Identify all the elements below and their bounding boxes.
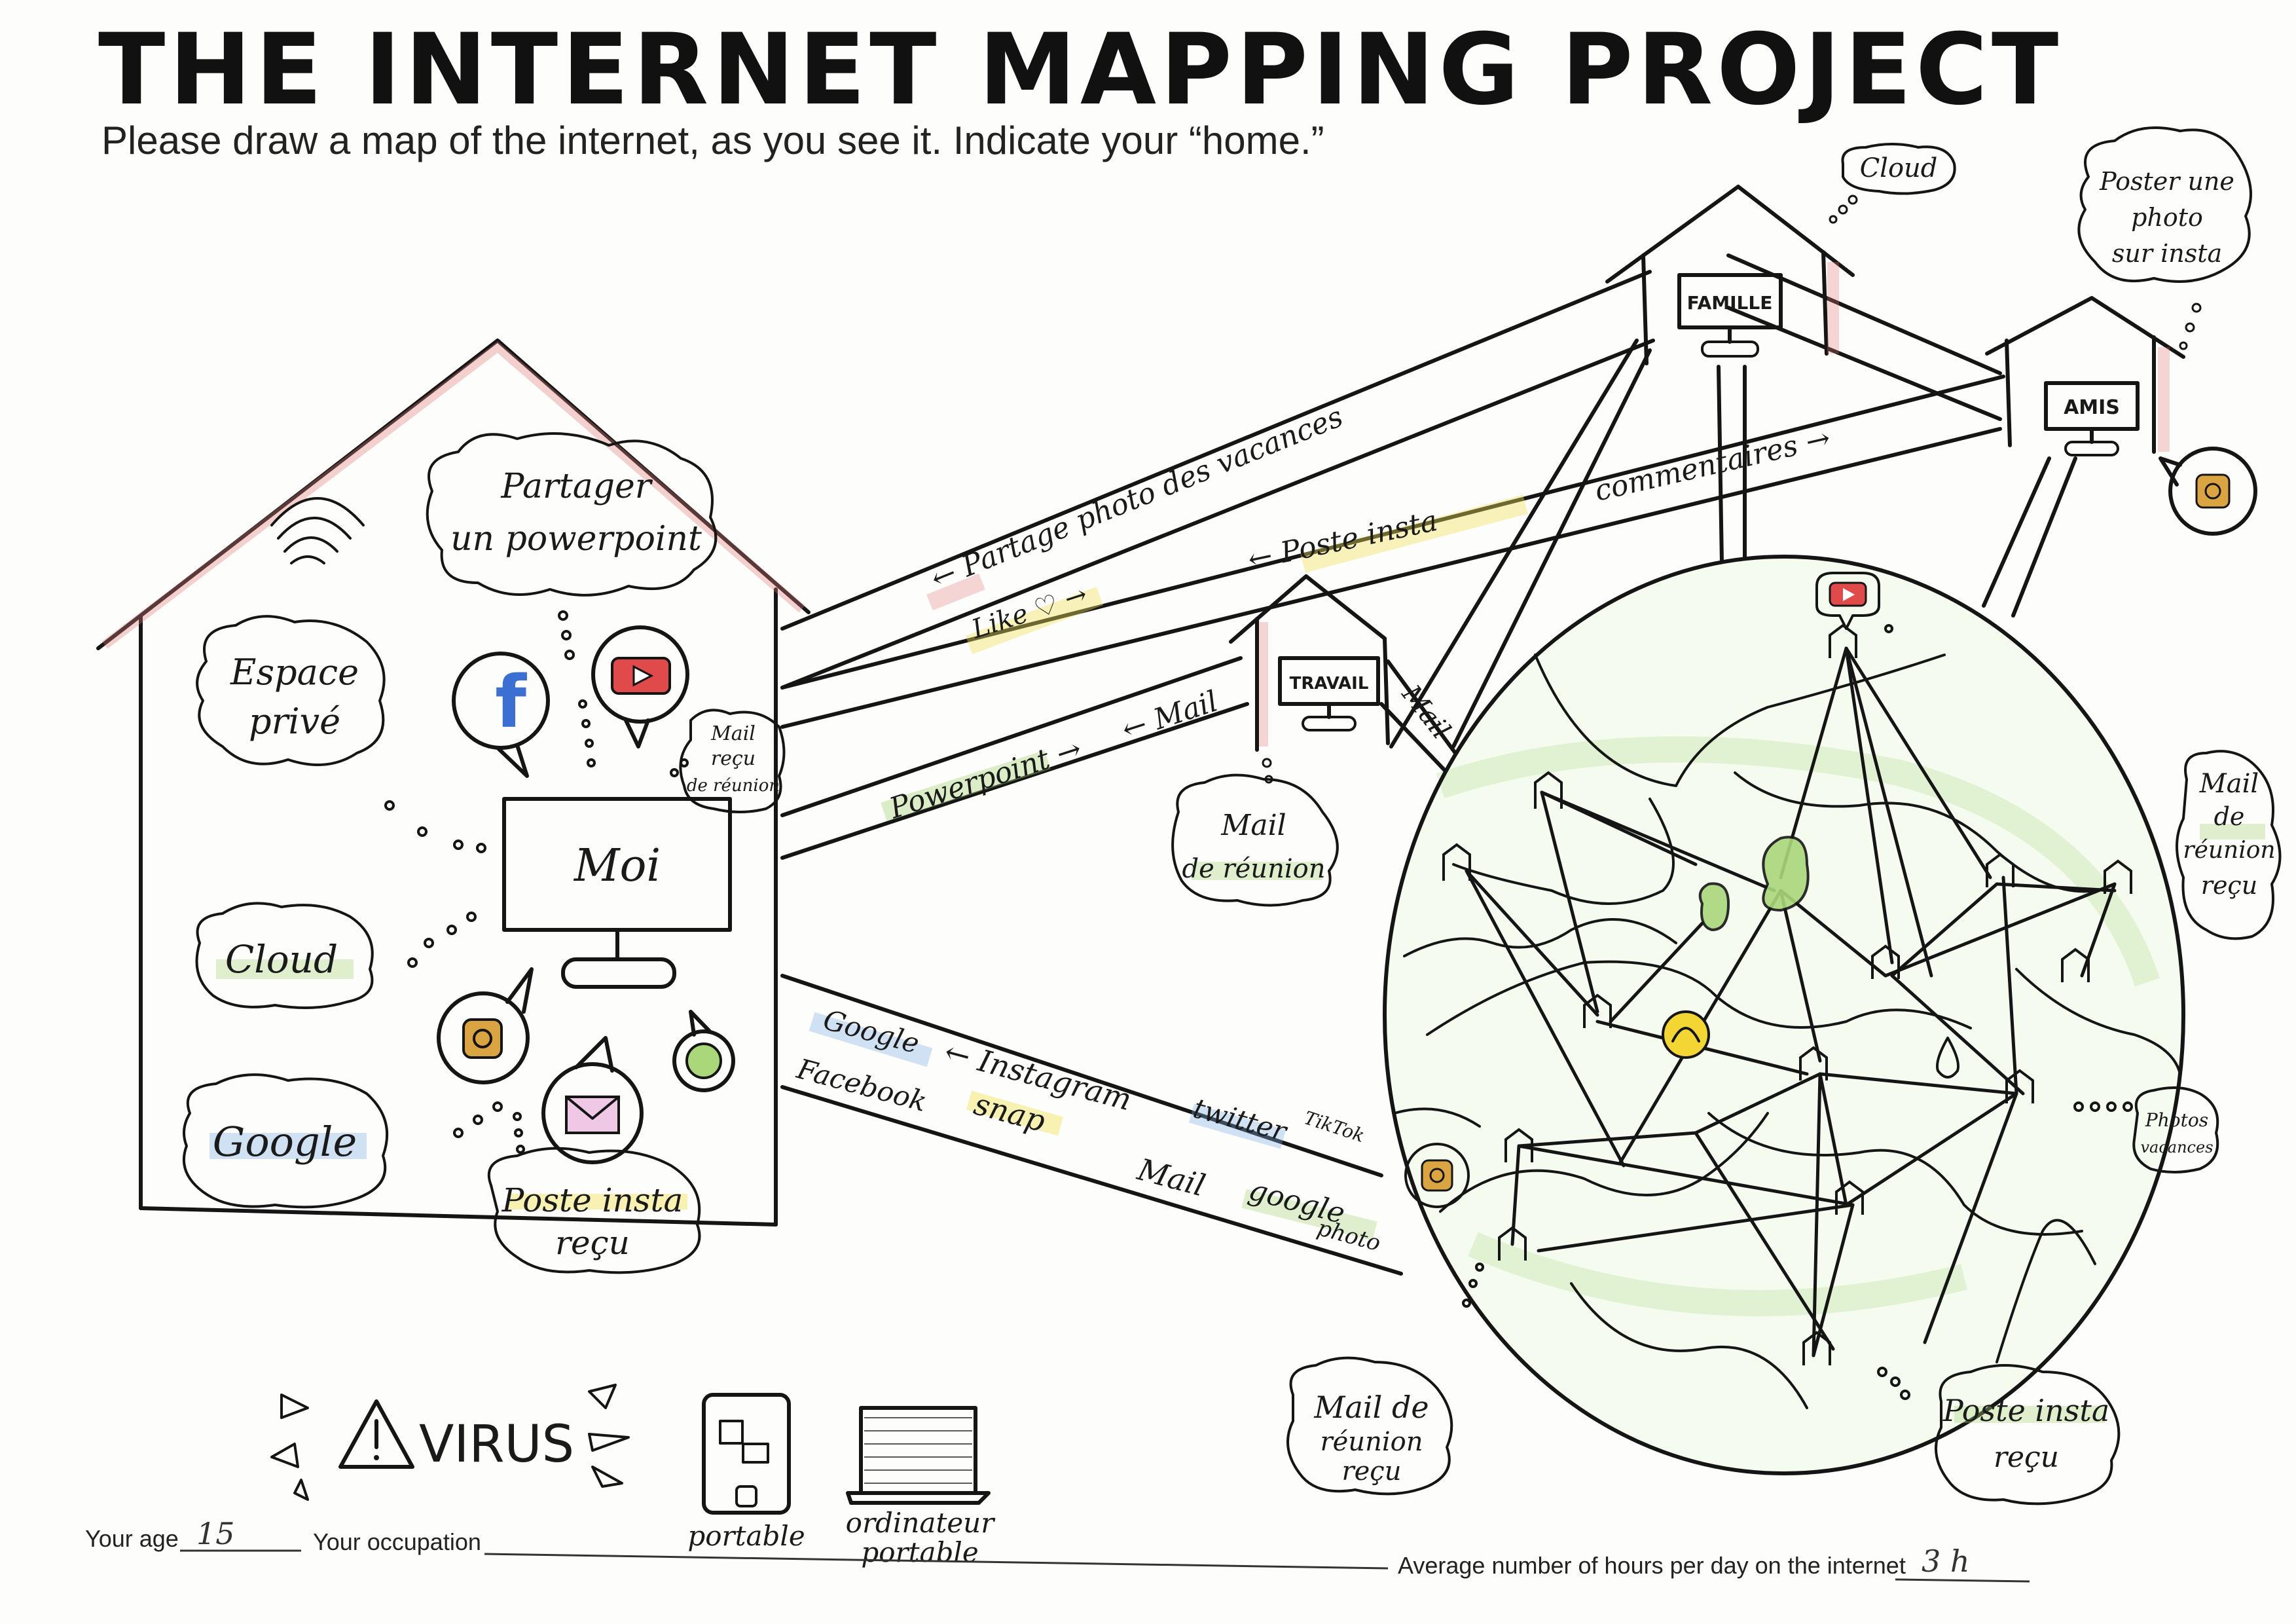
amis-house: AMIS: [1985, 296, 2185, 456]
svg-text:Mail: Mail: [2199, 769, 2259, 799]
bubble-google-home: Google: [182, 1073, 389, 1209]
svg-text:Poster une: Poster une: [2099, 167, 2234, 196]
svg-text:vacances: vacances: [2140, 1138, 2213, 1156]
travail-house: TRAVAIL: [1229, 574, 1390, 752]
occupation-label: Your occupation: [313, 1528, 481, 1555]
svg-text:de réunion: de réunion: [687, 776, 780, 796]
road-label-snap: snap: [970, 1086, 1049, 1139]
svg-text:Partager: Partager: [500, 467, 653, 506]
moi-monitor: Moi: [502, 797, 732, 989]
svg-text:Mail: Mail: [710, 722, 756, 745]
svg-text:Mail: Mail: [1220, 809, 1286, 842]
road-label-google: Google: [820, 1003, 922, 1060]
road-label-poste-insta: ← Poste insta: [1245, 504, 1441, 577]
facebook-icon: f: [495, 660, 527, 744]
instagram-bubble-amis: [2159, 447, 2257, 536]
bubble-mail-recu-home: Mail reçu de réunion: [679, 709, 786, 813]
svg-text:Poste insta: Poste insta: [1942, 1393, 2110, 1428]
smartphone-drawing: portable: [687, 1393, 805, 1552]
svg-text:réunion: réunion: [2183, 837, 2275, 864]
svg-text:Google: Google: [213, 1118, 357, 1166]
laptop-drawing: ordinateur portable: [846, 1406, 996, 1568]
svg-text:reçu: reçu: [555, 1224, 630, 1262]
bubble-espace-prive: Espace privé: [196, 615, 386, 766]
bubble-mail-reunion-recu-right: Mail de réunion reçu: [2176, 750, 2282, 940]
facebook-bubble: f: [452, 652, 550, 778]
virus-warning: VIRUS: [270, 1384, 630, 1501]
svg-text:Mail de: Mail de: [1313, 1390, 1429, 1425]
svg-text:Cloud: Cloud: [225, 937, 338, 982]
hours-value: 3 h: [1922, 1543, 1970, 1579]
instagram-icon: [462, 1018, 503, 1059]
svg-text:sur insta: sur insta: [2112, 239, 2222, 268]
youtube-bubble: [591, 625, 689, 748]
bubble-mail-reunion-recu-bottom: Mail de réunion reçu: [1286, 1356, 1453, 1496]
bubble-cloud-top: Cloud: [1829, 143, 1956, 224]
svg-text:Espace: Espace: [230, 652, 359, 693]
road-label-tiktok: TikTok: [1302, 1107, 1367, 1147]
famille-sign: FAMILLE: [1687, 292, 1773, 314]
famille-house: FAMILLE: [1605, 185, 1855, 365]
virus-label: VIRUS: [419, 1415, 574, 1474]
phone-icon: [685, 1043, 722, 1079]
instagram-bubble-home: [437, 967, 534, 1084]
youtube-icon-globe: [1815, 572, 1880, 630]
moi-label: Moi: [573, 840, 661, 892]
road-label-mail-travail: Mail: [1396, 679, 1457, 745]
svg-text:photo: photo: [2131, 203, 2203, 232]
age-value: 15: [196, 1516, 235, 1551]
road-label-facebook: Facebook: [793, 1052, 930, 1118]
svg-text:Photos: Photos: [2145, 1109, 2208, 1131]
thought-dots-globe: [1462, 624, 2133, 1400]
bubble-poste-insta-home: Poste insta reçu: [487, 1147, 701, 1274]
home-house: Moi f: [96, 339, 811, 1274]
snapchat-icon-globe: [1662, 1010, 1710, 1059]
bubble-mail-reunion-travail: Mail de réunion: [1171, 758, 1339, 907]
laptop-caption-2: portable: [861, 1536, 978, 1568]
laptop-caption-1: ordinateur: [846, 1507, 996, 1539]
svg-text:Cloud: Cloud: [1860, 153, 1938, 183]
amis-sign: AMIS: [2064, 396, 2120, 419]
hours-label: Average number of hours per day on the i…: [1398, 1552, 1906, 1579]
network-nodes: [1442, 623, 2132, 1365]
internet-globe: [1383, 555, 2185, 1475]
svg-text:Poste insta: Poste insta: [501, 1181, 683, 1219]
mail-bubble-home: [541, 1036, 644, 1164]
network-links: [1465, 646, 2117, 1357]
green-blob-globe: [1698, 882, 1730, 932]
bubble-cloud-home: Cloud: [195, 902, 374, 1009]
svg-text:de: de: [2214, 802, 2245, 831]
svg-text:privé: privé: [249, 701, 340, 742]
instructions: Please draw a map of the internet, as yo…: [101, 119, 1324, 162]
svg-text:un powerpoint: un powerpoint: [450, 519, 702, 559]
bubble-partager: Partager un powerpoint: [426, 432, 718, 597]
survey-form: Your age 15 Your occupation Average numb…: [85, 1516, 2030, 1583]
road-label-twitter: twitter: [1190, 1092, 1292, 1148]
bubble-poste-insta-bottom: Poste insta reçu: [1935, 1364, 2121, 1505]
age-label: Your age: [85, 1525, 179, 1552]
bubble-poster-photo: Poster une photo sur insta: [2077, 126, 2252, 350]
snapchat-icon-globe-2: [1762, 836, 1810, 912]
page-title: THE INTERNET MAPPING PROJECT: [98, 13, 2063, 127]
svg-text:de réunion: de réunion: [1182, 854, 1326, 884]
instagram-icon-globe: [1404, 1143, 1470, 1208]
svg-text:reçu: reçu: [1994, 1441, 2059, 1474]
svg-text:reçu: reçu: [2201, 871, 2257, 900]
bubble-photos-vacances: Photos vacances: [2132, 1086, 2219, 1173]
svg-text:réunion: réunion: [1321, 1427, 1423, 1457]
travail-sign: TRAVAIL: [1290, 674, 1369, 693]
wifi-icon: [270, 497, 365, 564]
phone-caption: portable: [687, 1520, 805, 1552]
svg-text:reçu: reçu: [711, 747, 756, 770]
drop-icon-globe: [1936, 1037, 1959, 1079]
whatsapp-bubble: [672, 1010, 735, 1092]
road-label-commentaires: commentaires →: [1592, 421, 1834, 507]
svg-text:reçu: reçu: [1342, 1456, 1402, 1486]
